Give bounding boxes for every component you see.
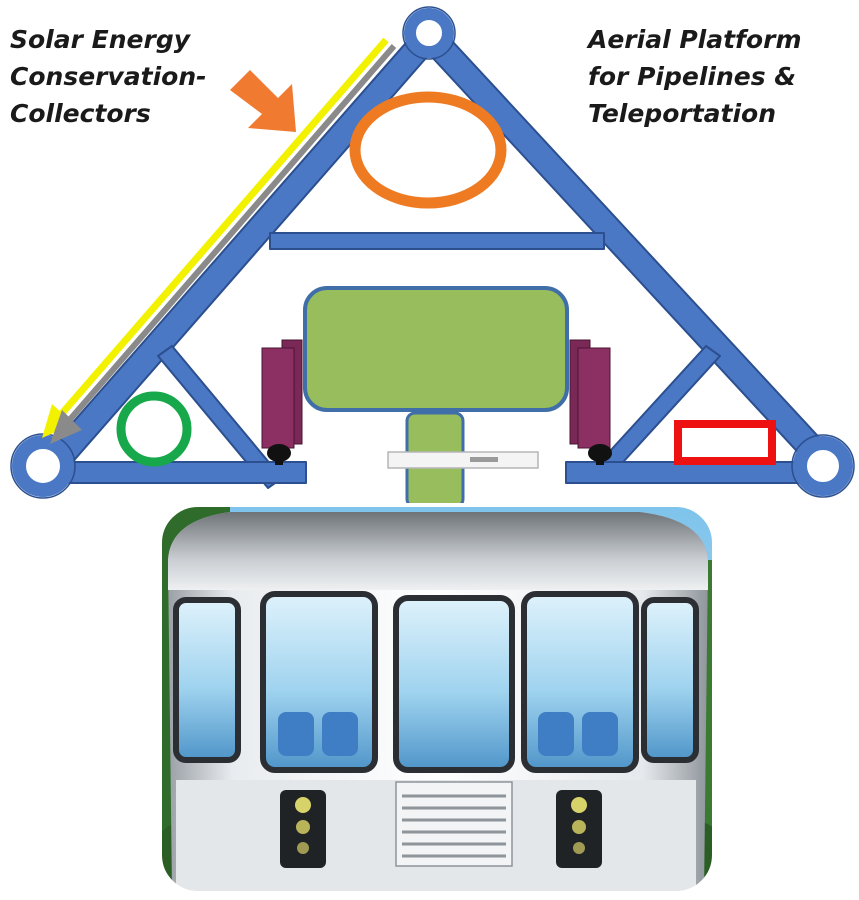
platform-label-line-3: Teleportation bbox=[588, 99, 777, 128]
top-ring bbox=[404, 8, 454, 58]
headlights-left bbox=[280, 790, 326, 868]
left-wheel bbox=[261, 347, 295, 449]
headlights-right bbox=[556, 790, 602, 868]
right-bearing-stem bbox=[596, 455, 604, 465]
right-bearing bbox=[588, 444, 612, 462]
window-far-left bbox=[173, 597, 241, 763]
solar-arrowhead-yellow bbox=[42, 404, 74, 438]
orange-ring bbox=[349, 91, 507, 209]
gondola-cabin-photo bbox=[160, 505, 714, 893]
top-ring-outline bbox=[402, 6, 456, 60]
front-grille bbox=[395, 781, 513, 867]
solar-arrowhead-gray bbox=[50, 410, 82, 444]
aerial-platform-label: Aerial Platform for Pipelines & Teleport… bbox=[588, 21, 802, 132]
right-wheel bbox=[577, 347, 611, 449]
left-bearing-stem bbox=[275, 455, 283, 465]
down-left-arrow-icon bbox=[230, 70, 296, 132]
right-ring bbox=[793, 436, 853, 496]
drive-unit bbox=[261, 286, 612, 509]
platform-label-line-2: for Pipelines & bbox=[588, 62, 797, 91]
faded-sign-mark bbox=[470, 457, 498, 462]
cabin-seats bbox=[278, 712, 618, 756]
faded-sign bbox=[387, 451, 539, 469]
photo-border bbox=[158, 503, 716, 895]
window-far-right bbox=[641, 597, 699, 763]
frame-inner-right-strut bbox=[599, 345, 721, 473]
solar-label-line-1: Solar Energy bbox=[10, 25, 191, 54]
joint-rings bbox=[10, 6, 855, 499]
left-ring-outline bbox=[10, 433, 76, 499]
green-ring bbox=[116, 391, 192, 467]
solar-energy-label: Solar Energy Conservation- Collectors bbox=[10, 21, 207, 132]
left-bearing bbox=[267, 444, 291, 462]
solar-collector-strip bbox=[42, 37, 397, 444]
left-ring bbox=[12, 435, 74, 497]
motor-housing bbox=[303, 286, 569, 412]
window-center bbox=[393, 595, 515, 773]
platform-label-line-1: Aerial Platform bbox=[588, 25, 802, 54]
cabin-roof bbox=[168, 512, 708, 590]
frame-crossbar bbox=[269, 232, 605, 250]
frame-bottom-left-beam bbox=[43, 461, 307, 484]
red-box bbox=[674, 420, 776, 465]
solar-strip-yellow bbox=[55, 37, 389, 421]
solar-label-line-3: Collectors bbox=[10, 99, 151, 128]
right-ring-outline bbox=[791, 434, 855, 498]
triangle-frame bbox=[39, 27, 841, 489]
solar-strip-gray bbox=[63, 44, 397, 426]
frame-bottom-right-beam bbox=[565, 461, 829, 484]
solar-label-line-2: Conservation- bbox=[10, 62, 207, 91]
